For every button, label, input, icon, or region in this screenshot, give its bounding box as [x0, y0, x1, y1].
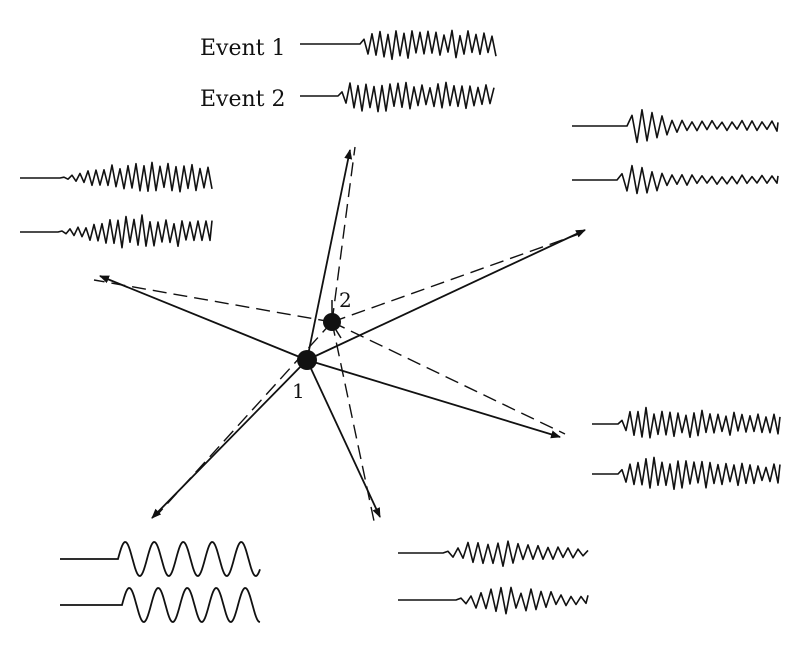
- station-right-trace-1: [592, 406, 781, 439]
- station-top-right-trace-2: [572, 164, 779, 195]
- event-1-ray-3: [306, 359, 561, 439]
- event-1-ray-6: [99, 275, 308, 361]
- event-2-ray-2: [331, 233, 580, 323]
- event-2-ray-1: [331, 146, 356, 323]
- event-1-ray-5: [151, 359, 308, 519]
- event-2-legend-trace: [300, 81, 495, 113]
- station-left-trace-2: [20, 214, 213, 249]
- event-1-ray-1: [306, 149, 353, 361]
- station-top-right-trace-1: [572, 109, 779, 144]
- source-2-tick-marks: [331, 300, 342, 339]
- event-1-ray-2: [306, 229, 586, 361]
- event-2-ray-paths: [93, 146, 580, 522]
- event-1-ray-4: [306, 359, 381, 518]
- event-1-legend-trace: [300, 29, 497, 61]
- event-2-ray-4: [331, 321, 375, 522]
- source-2-label: 2: [339, 288, 352, 312]
- station-left-trace-1: [20, 161, 213, 193]
- event-2-label: Event 2: [200, 87, 286, 112]
- event-1-ray-paths: [99, 149, 586, 519]
- station-bottom-trace-1: [398, 540, 589, 567]
- seismogram-traces: [20, 29, 781, 623]
- source-1-label: 1: [292, 379, 305, 403]
- event-1-label: Event 1: [200, 36, 286, 61]
- source-2-marker: [323, 313, 341, 331]
- station-bottom-trace-2: [398, 586, 589, 615]
- station-bottom-left-trace-1: [60, 541, 261, 577]
- source-1-marker: [297, 350, 317, 370]
- event-2-ray-3: [331, 321, 566, 435]
- station-bottom-left-trace-2: [60, 587, 261, 623]
- station-right-trace-2: [592, 456, 781, 490]
- event-2-ray-6: [93, 279, 333, 323]
